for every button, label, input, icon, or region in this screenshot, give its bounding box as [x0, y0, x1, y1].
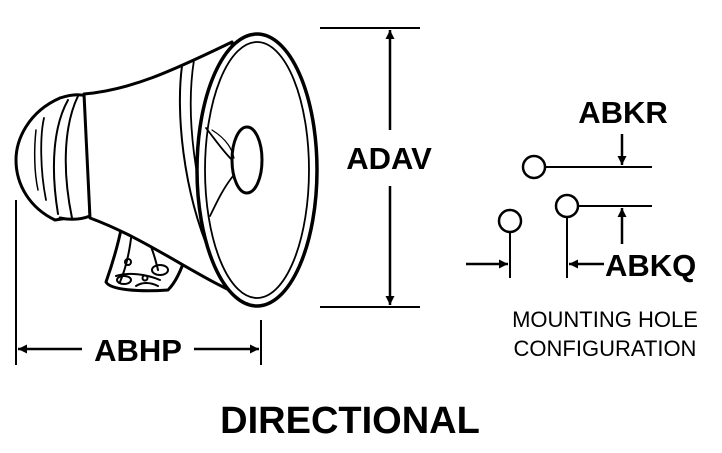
- mounting-hole-2: [497, 208, 523, 234]
- mounting-hole-configuration: [466, 134, 652, 278]
- mounting-caption-line-2: CONFIGURATION: [514, 336, 697, 361]
- horn-speaker-illustration: [14, 32, 319, 308]
- mounting-hole-1: [521, 154, 547, 180]
- abhp-label: ABHP: [94, 333, 182, 368]
- adav-label: ADAV: [346, 141, 432, 176]
- abhp-dimension: [15, 200, 262, 365]
- driver-housing: [14, 93, 92, 222]
- abkq-label: ABKQ: [605, 248, 696, 283]
- mounting-caption-line-1: MOUNTING HOLE: [512, 307, 698, 332]
- abkr-label: ABKR: [578, 95, 668, 130]
- horn-mouth: [195, 32, 319, 308]
- mounting-bracket: [104, 223, 188, 293]
- diagram-title: DIRECTIONAL: [220, 400, 480, 442]
- adav-dimension: [320, 27, 420, 308]
- mounting-hole-3: [554, 193, 580, 219]
